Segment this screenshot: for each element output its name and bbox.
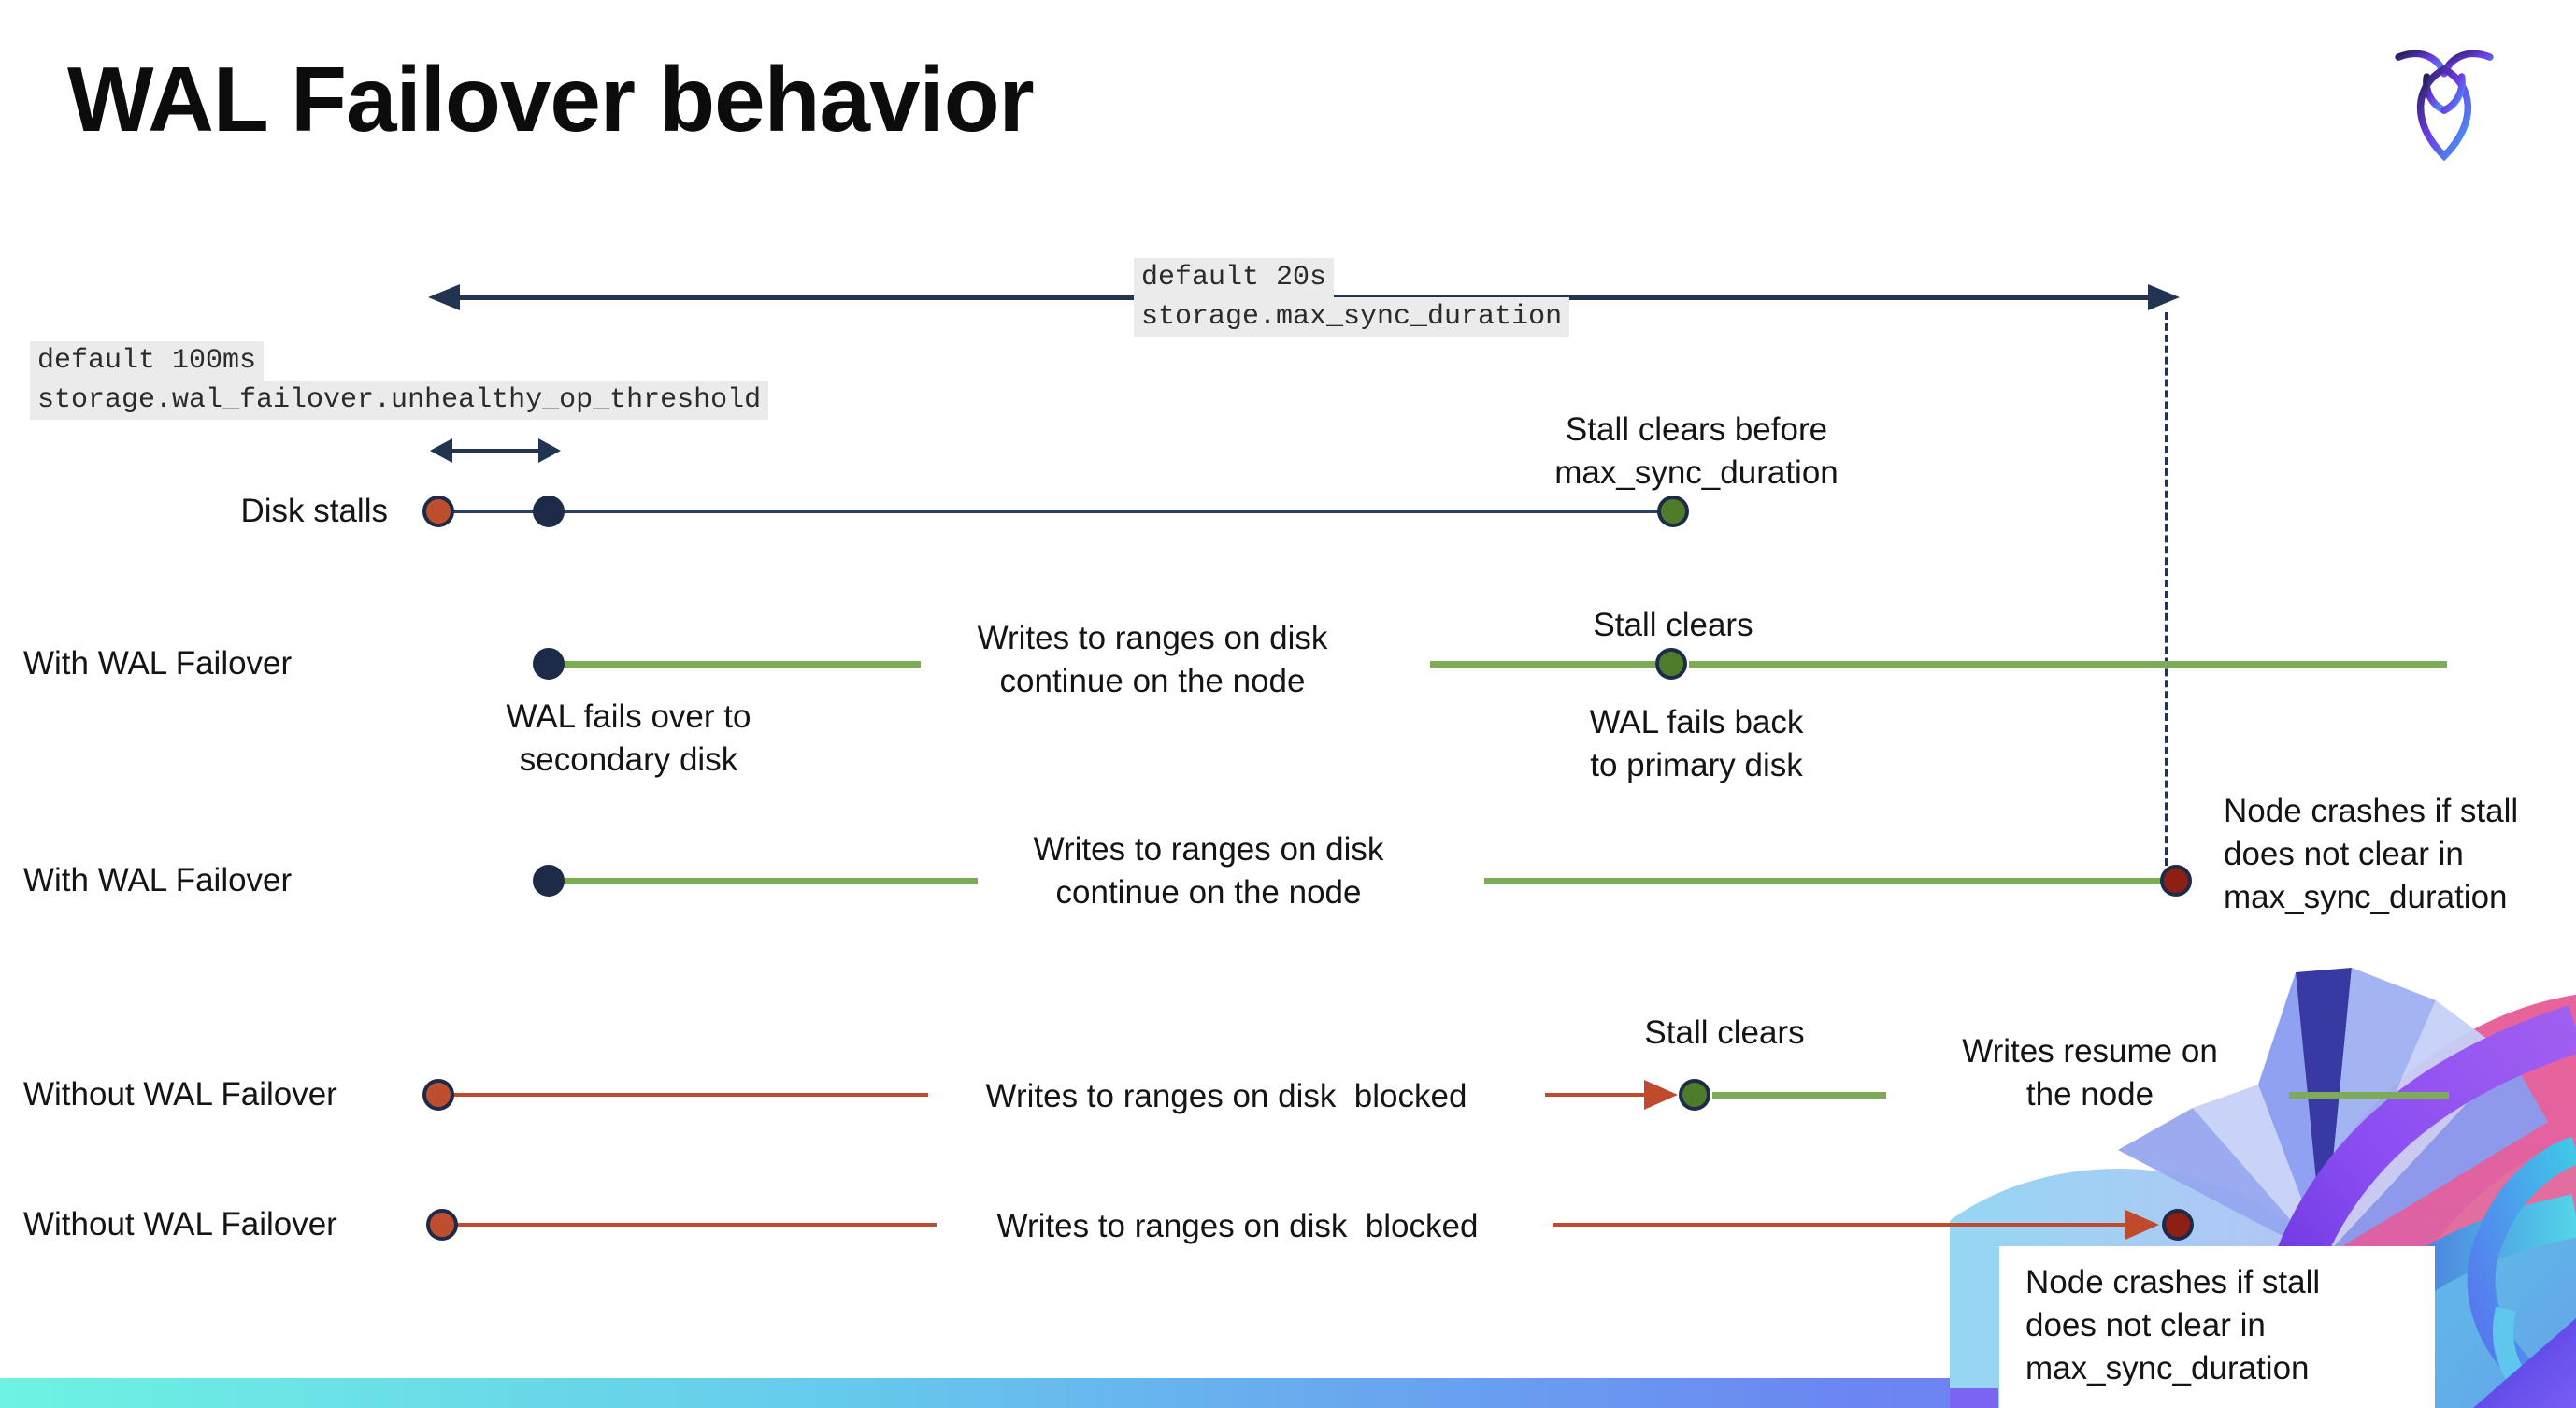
- row5-crash-dot: [2162, 1209, 2194, 1241]
- page-title: WAL Failover behavior: [67, 48, 1035, 151]
- row4-resume-note: Writes resume on the node: [1962, 1033, 2218, 1113]
- max-sync-deadline-dashed-line: [2165, 312, 2168, 866]
- threshold-arrowhead-left-icon: [430, 438, 452, 463]
- max-sync-arrowhead-left-icon: [428, 284, 460, 310]
- row4-red-arrowhead-icon: [1644, 1080, 1678, 1110]
- row-label-with-wal-failover-2: With WAL Failover: [23, 862, 293, 898]
- row2-green-segment-2: [1430, 661, 1655, 668]
- row2-writes-note: Writes to ranges on disk continue on the…: [977, 620, 1328, 699]
- row5-red-arrowhead-icon: [2125, 1210, 2159, 1240]
- row5-stall-start-dot: [426, 1209, 458, 1241]
- row1-stall-start-dot: [422, 496, 454, 527]
- row5-writes-note: Writes to ranges on disk blocked: [996, 1208, 1479, 1244]
- row5-crash-note: Node crashes if stall does not clear in …: [2025, 1264, 2321, 1386]
- row1-stall-clears-note: Stall clears before max_sync_duration: [1554, 411, 1839, 491]
- row-label-with-wal-failover-1: With WAL Failover: [23, 645, 293, 682]
- max-sync-default-label: default 20s: [1134, 258, 1335, 297]
- row3-crash-dot: [2160, 865, 2192, 897]
- row3-green-segment-1: [561, 878, 978, 884]
- row4-green-segment-2: [2289, 1092, 2449, 1099]
- max-sync-setting-label: storage.max_sync_duration: [1134, 297, 1570, 337]
- row2-stall-clears-dot: [1655, 648, 1687, 680]
- threshold-arrowhead-right-icon: [538, 438, 561, 463]
- row3-writes-note: Writes to ranges on disk continue on the…: [1033, 831, 1384, 911]
- row-label-without-wal-failover-1: Without WAL Failover: [23, 1076, 337, 1113]
- row4-red-segment-2: [1545, 1093, 1647, 1097]
- row4-stall-clears-note: Stall clears: [1644, 1014, 1805, 1051]
- row3-failover-dot: [533, 865, 565, 897]
- row2-stall-clears-note: Stall clears: [1593, 607, 1753, 643]
- threshold-setting-label: storage.wal_failover.unhealthy_op_thresh…: [30, 381, 769, 420]
- row4-green-segment-1: [1712, 1092, 1886, 1099]
- row4-stall-clears-dot: [1679, 1079, 1710, 1111]
- row2-green-segment-3: [1689, 661, 2447, 668]
- row3-green-segment-2: [1484, 878, 2166, 884]
- max-sync-arrowhead-right-icon: [2148, 284, 2180, 310]
- row1-threshold-dot: [533, 496, 565, 527]
- row1-stall-clears-dot: [1657, 496, 1689, 527]
- row4-stall-start-dot: [422, 1079, 454, 1111]
- row2-failover-note: WAL fails over to secondary disk: [506, 698, 751, 778]
- row4-writes-note: Writes to ranges on disk blocked: [985, 1078, 1467, 1114]
- cockroachdb-logo-icon: [2389, 43, 2499, 163]
- row2-green-segment-1: [561, 661, 921, 668]
- row3-crash-note: Node crashes if stall does not clear in …: [2224, 793, 2519, 915]
- row-label-without-wal-failover-2: Without WAL Failover: [23, 1206, 337, 1243]
- row-label-disk-stalls: Disk stalls: [240, 493, 388, 529]
- timeline-row1-line: [438, 510, 1673, 513]
- row5-red-segment-2: [1553, 1223, 2129, 1227]
- threshold-default-label: default 100ms: [30, 341, 265, 381]
- row2-failback-note: WAL fails back to primary disk: [1589, 704, 1804, 783]
- row2-failover-dot: [533, 648, 565, 680]
- row4-red-segment-1: [452, 1093, 928, 1097]
- row5-crash-note-box: Node crashes if stall does not clear in …: [1999, 1246, 2435, 1408]
- row5-red-segment-1: [456, 1223, 937, 1227]
- threshold-arrow-shaft: [439, 449, 550, 453]
